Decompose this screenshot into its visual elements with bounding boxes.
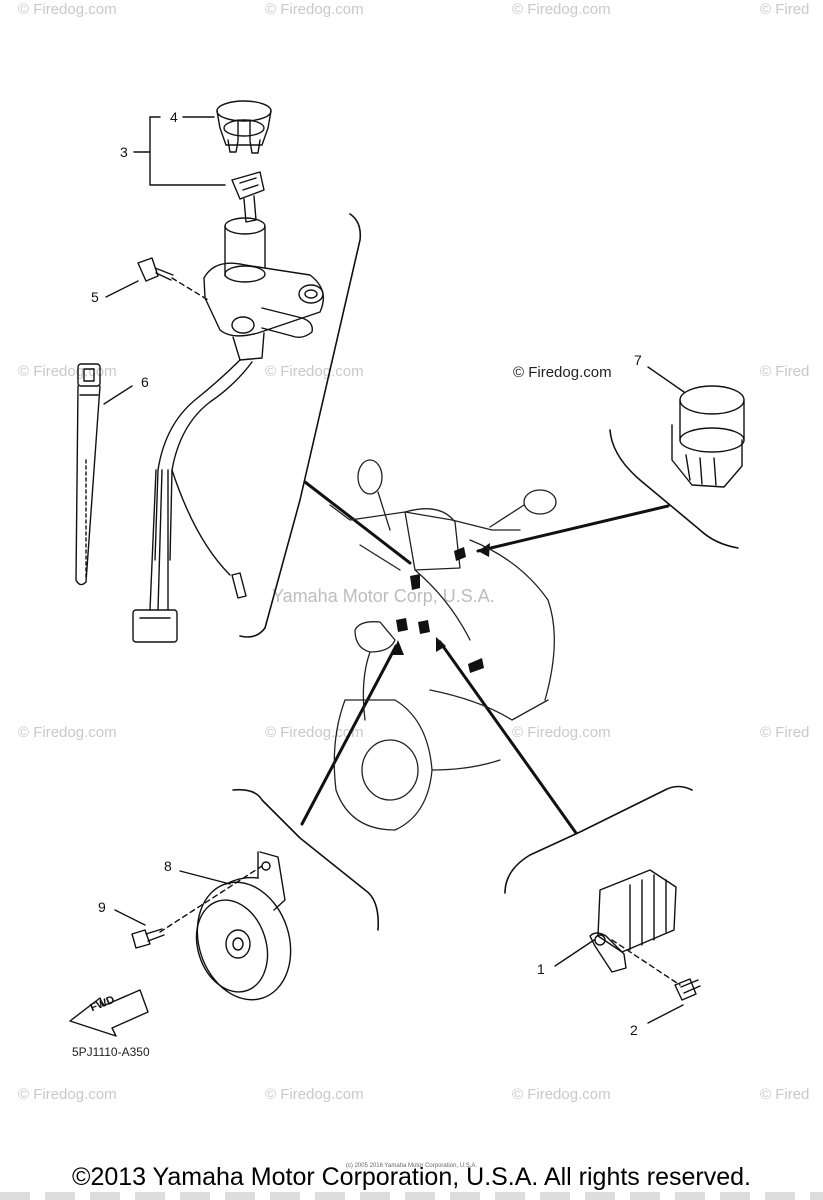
watermark: © Firedog.com — [18, 363, 117, 380]
watermark: © Firedog.com — [265, 1, 364, 18]
brand-watermark: Yamaha Motor Corp, U.S.A. — [272, 586, 495, 606]
arrow-head — [392, 640, 404, 655]
rectifier-regulator-part — [589, 869, 701, 1001]
callout-7: 7 — [634, 352, 642, 368]
watermark: © Firedog.com — [265, 363, 364, 380]
callout-6: 6 — [141, 374, 149, 390]
ring-nut-part — [216, 100, 272, 154]
horn-part — [131, 851, 292, 1001]
wire-harness-part — [132, 359, 253, 643]
callout-3: 3 — [120, 144, 128, 160]
arrow-head — [478, 543, 490, 557]
part-code: 5PJ1110-A350 — [72, 1045, 150, 1059]
watermark: © Firedog.com — [512, 1086, 611, 1103]
callout-panels — [232, 213, 739, 931]
bottom-strip — [0, 1192, 823, 1200]
watermark: © Firedog.com — [265, 1086, 364, 1103]
firedog-label: © Firedog.com — [513, 364, 612, 381]
callout-4: 4 — [170, 109, 178, 125]
watermark: © Firedog.com — [512, 1, 611, 18]
watermark-partial: © Fired — [760, 1, 810, 18]
callout-5: 5 — [91, 289, 99, 305]
main-switch-part — [137, 217, 324, 361]
watermark-partial: © Fired — [760, 724, 810, 741]
callout-2: 2 — [630, 1022, 638, 1038]
ignition-key-part — [231, 171, 265, 223]
watermark: © Firedog.com — [18, 724, 117, 741]
location-marks — [396, 547, 484, 673]
leader-lines — [103, 116, 685, 1024]
watermark-partial: © Fired — [760, 363, 810, 380]
relay-part — [671, 385, 745, 488]
cable-tie-part — [75, 363, 101, 586]
pointer-lines — [300, 480, 670, 835]
fwd-arrow-icon — [69, 989, 149, 1037]
watermark: © Firedog.com — [512, 724, 611, 741]
tiny-copyright: (c) 2005 2016 Yamaha Motor Corporation, … — [345, 1163, 478, 1169]
callout-8: 8 — [164, 858, 172, 874]
callout-9: 9 — [98, 899, 106, 915]
scooter-outline — [329, 459, 557, 831]
watermark: © Firedog.com — [18, 1, 117, 18]
watermark: © Firedog.com — [18, 1086, 117, 1103]
watermark: © Firedog.com — [265, 724, 364, 741]
arrow-head — [436, 637, 446, 652]
watermark-partial: © Fired — [760, 1086, 810, 1103]
callout-1: 1 — [537, 961, 545, 977]
copyright-footer: ©2013 Yamaha Motor Corporation, U.S.A. A… — [72, 1163, 751, 1191]
